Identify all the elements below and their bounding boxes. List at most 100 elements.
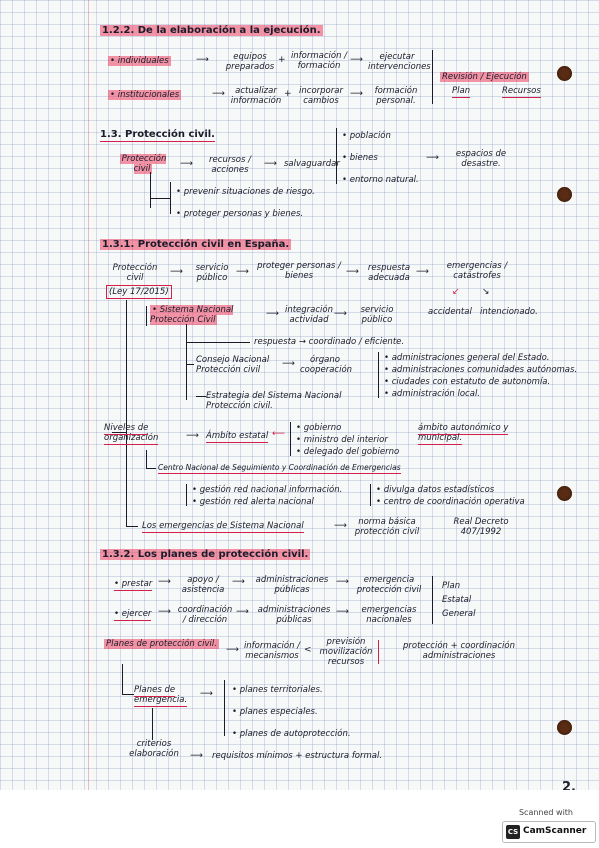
note: • prevenir situaciones de riesgo. bbox=[176, 187, 315, 197]
arrow-icon: ⟶ bbox=[232, 577, 245, 587]
note: equipos preparados bbox=[225, 52, 275, 72]
arrow-icon: ⟶ bbox=[426, 153, 439, 163]
note: emergencias nacionales bbox=[361, 605, 417, 625]
note: formación personal. bbox=[374, 86, 418, 106]
note: servicio público bbox=[360, 305, 394, 325]
heading-1-3: 1.3. Protección civil. bbox=[100, 129, 215, 142]
note: Revisión / Ejecución bbox=[440, 72, 529, 82]
connector-line bbox=[432, 50, 434, 104]
note: órgano cooperación bbox=[300, 355, 353, 375]
arrow-icon: ↘ bbox=[482, 287, 490, 297]
arrow-icon: ⟶ bbox=[350, 55, 363, 65]
arrow-icon: < bbox=[304, 645, 312, 655]
note: • administraciones general del Estado. bbox=[384, 353, 550, 363]
note: Estatal bbox=[442, 595, 472, 605]
binder-hole bbox=[557, 720, 572, 735]
arrow-icon: ⟶ bbox=[190, 751, 203, 761]
note: • institucionales bbox=[108, 90, 182, 100]
note: intencionado. bbox=[480, 307, 538, 317]
note: actualizar información bbox=[230, 86, 282, 106]
note: Planes de emergencia. bbox=[134, 685, 188, 707]
note: Plan bbox=[442, 581, 461, 591]
note: Estrategia del Sistema Nacional Protecci… bbox=[206, 391, 342, 411]
note: • ministro del interior bbox=[296, 435, 388, 445]
arrow-icon: ⟶ bbox=[200, 689, 213, 699]
note: proteger personas / bienes bbox=[257, 261, 341, 281]
arrow-icon: + bbox=[278, 55, 286, 65]
note: servicio público bbox=[195, 263, 229, 283]
scanner-label: Scanned with bbox=[518, 808, 574, 817]
note: Ámbito estatal bbox=[206, 431, 269, 443]
connector-line bbox=[122, 694, 134, 696]
note: administraciones públicas bbox=[257, 605, 331, 625]
notebook-page: 1.2.2. De la elaboración a la ejecución.… bbox=[0, 0, 599, 790]
connector-line bbox=[370, 484, 372, 506]
connector-line bbox=[146, 306, 148, 326]
note: integración actividad bbox=[284, 305, 334, 325]
note: • Sistema Nacional Protección Civil bbox=[150, 305, 234, 325]
camscanner-logo-icon: CS bbox=[506, 825, 520, 839]
heading-1-3-1: 1.3.1. Protección civil en España. bbox=[100, 239, 292, 250]
page-number: 2. bbox=[562, 780, 576, 790]
note: información / formación bbox=[290, 51, 348, 71]
note: • proteger personas y bienes. bbox=[176, 209, 304, 219]
connector-line bbox=[112, 432, 126, 434]
note: • planes territoriales. bbox=[232, 685, 323, 695]
note: requisitos mínimos + estructura formal. bbox=[212, 751, 383, 761]
note: previsión movilización recursos bbox=[319, 637, 373, 667]
note: • bienes bbox=[342, 153, 378, 163]
note: criterios elaboración bbox=[129, 739, 179, 759]
connector-line bbox=[150, 198, 170, 200]
connector-line bbox=[336, 128, 338, 184]
margin-line bbox=[88, 0, 89, 790]
note: • población bbox=[342, 131, 391, 141]
connector-line bbox=[196, 396, 206, 398]
note: • centro de coordinación operativa bbox=[376, 497, 525, 507]
scanner-brand: CamScanner bbox=[523, 826, 587, 836]
note: Real Decreto 407/1992 bbox=[453, 517, 509, 537]
binder-hole bbox=[557, 486, 572, 501]
note: emergencias / catástrofes bbox=[446, 261, 508, 281]
connector-line bbox=[170, 182, 172, 214]
connector-line bbox=[126, 300, 128, 526]
arrow-icon: ⟶ bbox=[334, 309, 347, 319]
arrow-icon: ⟶ bbox=[196, 55, 209, 65]
note: Protección civil bbox=[112, 263, 158, 283]
note: recursos / acciones bbox=[209, 155, 251, 175]
note: protección + coordinación administracion… bbox=[402, 641, 516, 661]
note: Los emergencias de Sistema Nacional bbox=[142, 521, 304, 533]
note: • divulga datos estadísticos bbox=[376, 485, 495, 495]
connector-line bbox=[186, 364, 194, 366]
note: apoyo / asistencia bbox=[181, 575, 225, 595]
connector-line bbox=[186, 324, 188, 400]
note: • administración local. bbox=[384, 389, 481, 399]
connector-line bbox=[146, 450, 148, 468]
note: Recursos bbox=[502, 86, 541, 98]
connector-line bbox=[432, 576, 434, 624]
note: respuesta → coordinado / eficiente. bbox=[254, 337, 405, 347]
note: información / mecanismos bbox=[243, 641, 301, 661]
note: (Ley 17/2015) bbox=[106, 285, 172, 299]
note: norma básica protección civil bbox=[354, 517, 420, 537]
arrow-icon: ↙ bbox=[452, 287, 460, 297]
arrow-icon: ⟶ bbox=[236, 267, 249, 277]
arrow-icon: ⟶ bbox=[336, 607, 349, 617]
note: administraciones públicas bbox=[255, 575, 329, 595]
note: • gestión red alerta nacional bbox=[192, 497, 314, 507]
note: Niveles de organización bbox=[104, 423, 159, 445]
arrow-icon: ⟶ bbox=[282, 359, 295, 369]
note: respuesta adecuada bbox=[367, 263, 411, 283]
binder-hole bbox=[557, 187, 572, 202]
connector-line bbox=[378, 352, 380, 398]
arrow-icon: ⟶ bbox=[236, 607, 249, 617]
note: Plan bbox=[452, 86, 471, 98]
arrow-icon: + bbox=[284, 89, 292, 99]
note: • planes de autoprotección. bbox=[232, 729, 351, 739]
arrow-icon: ⟶ bbox=[212, 89, 225, 99]
arrow-icon: ⟶ bbox=[158, 577, 171, 587]
note: coordinación / dirección bbox=[177, 605, 233, 625]
connector-line bbox=[126, 526, 138, 528]
note: Centro Nacional de Seguimiento y Coordin… bbox=[158, 463, 401, 474]
note: General bbox=[442, 609, 476, 619]
note: espacios de desastre. bbox=[455, 149, 507, 169]
